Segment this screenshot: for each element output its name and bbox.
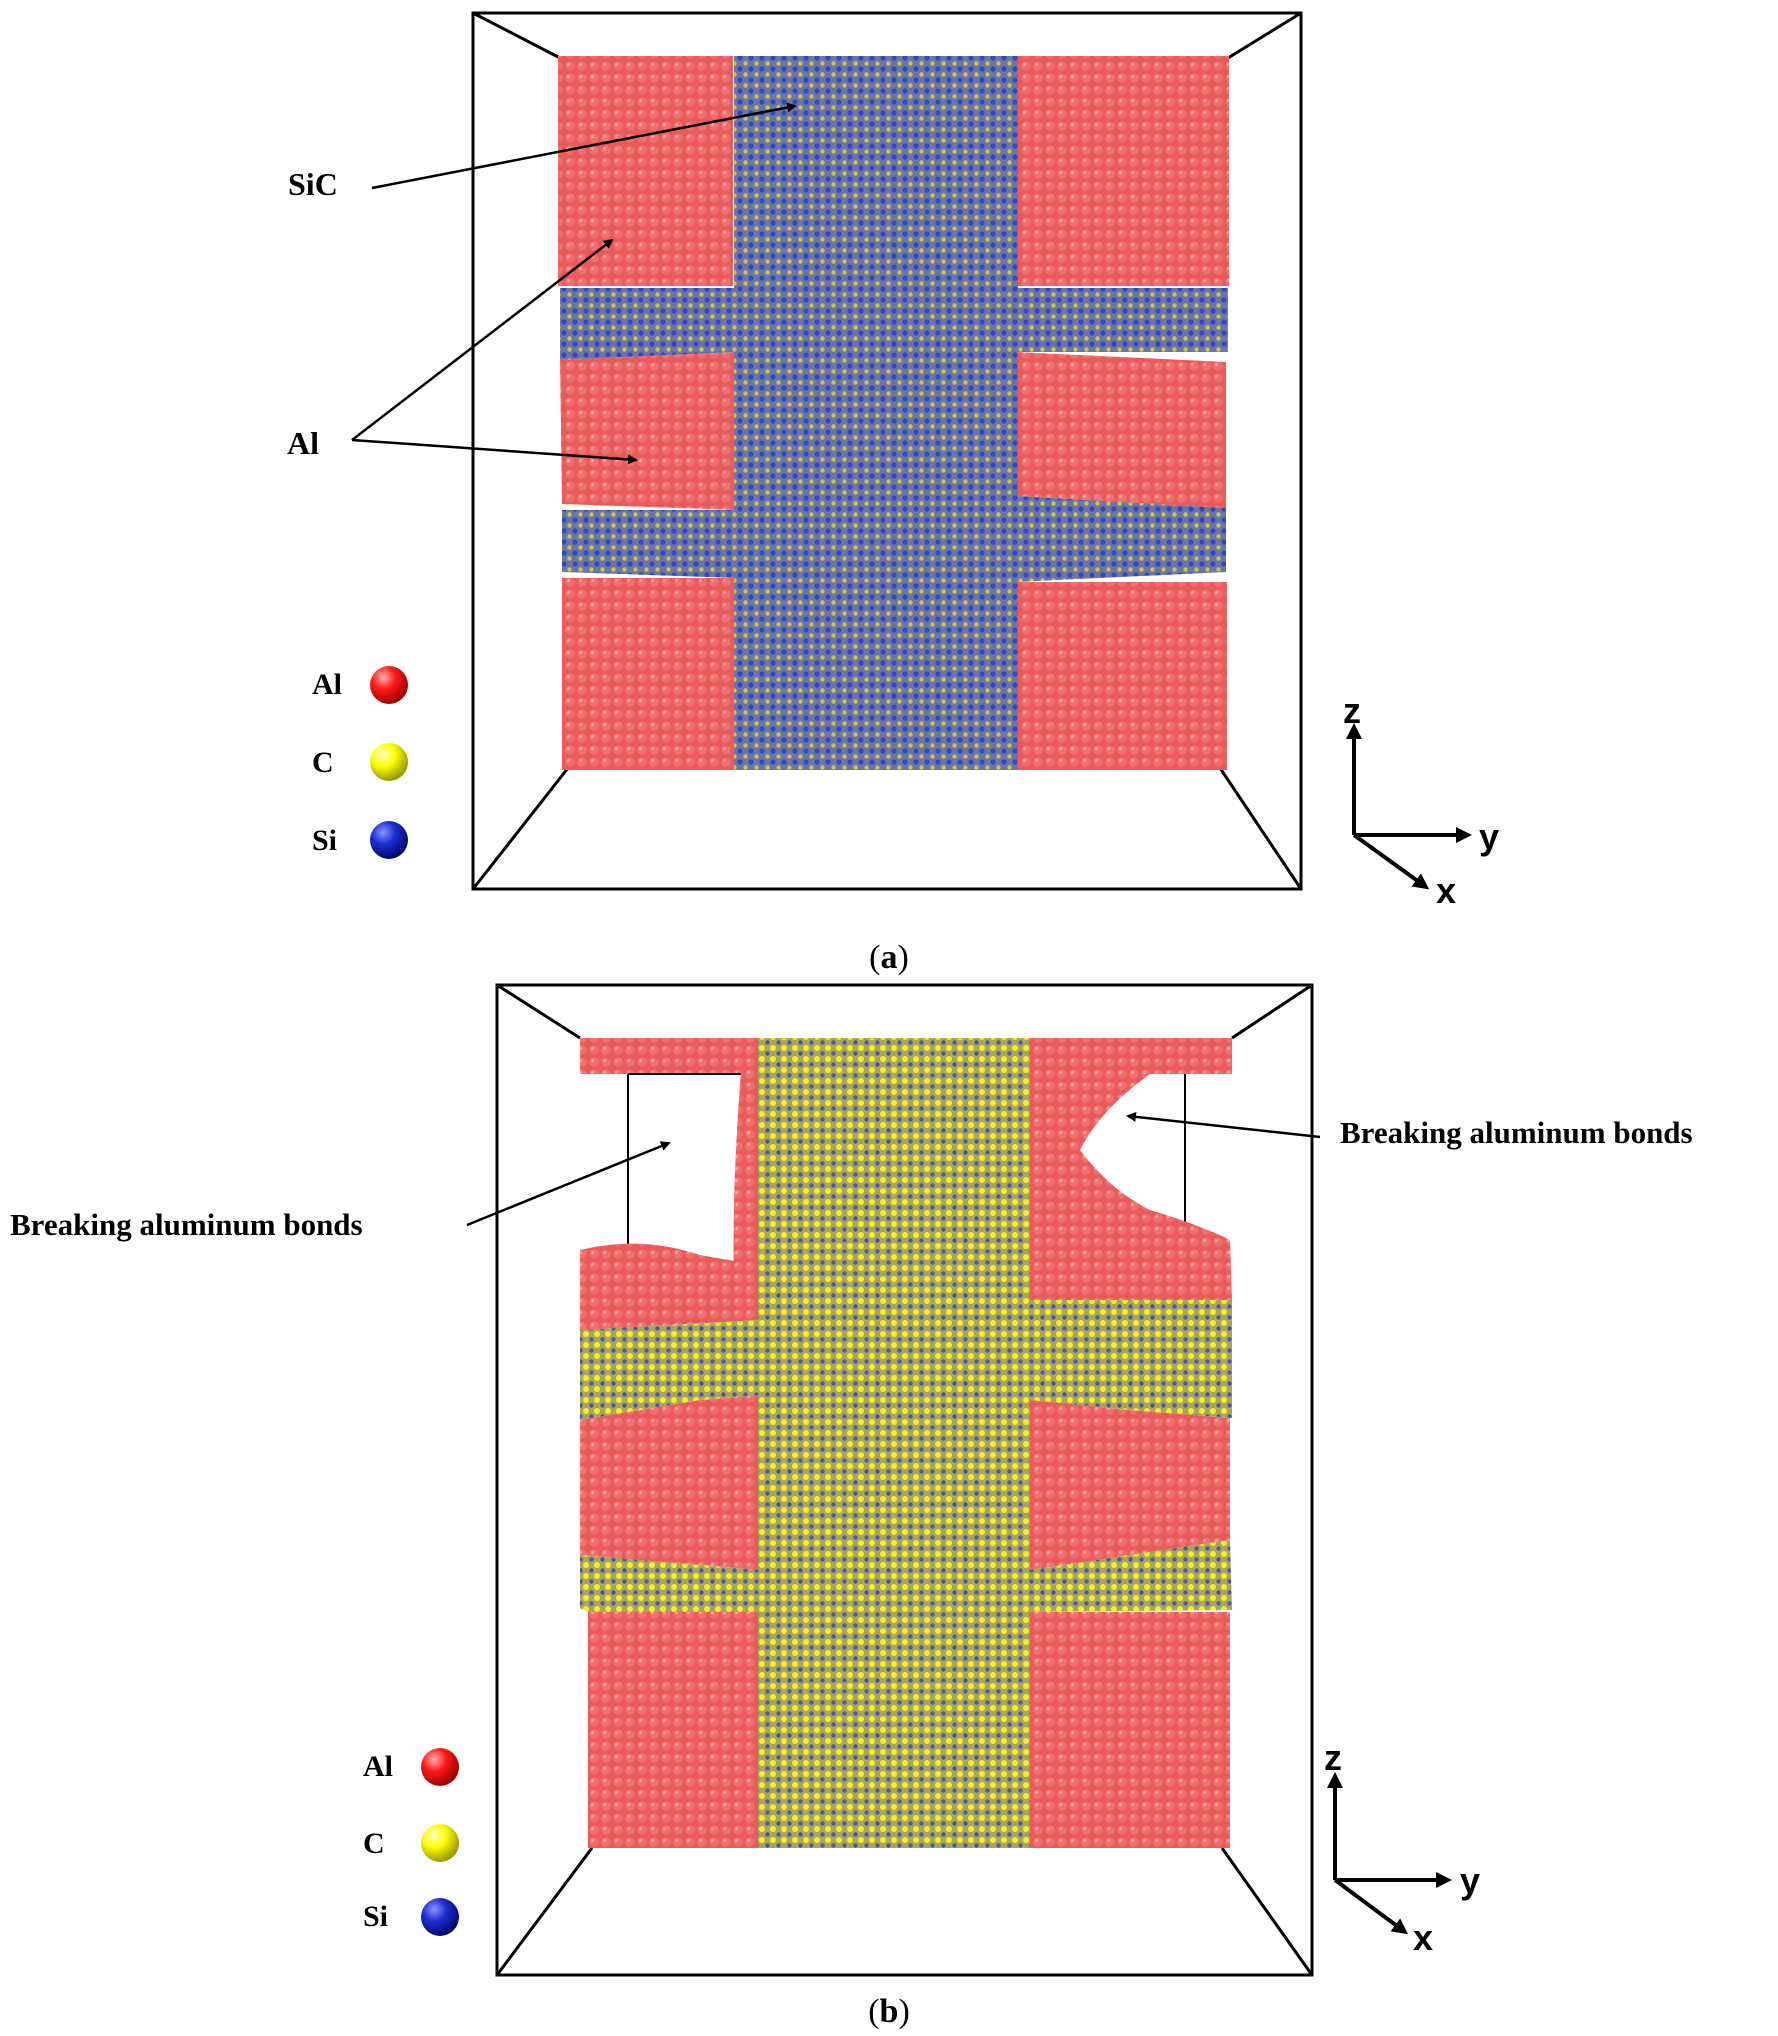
legend-c-ball-a: [370, 743, 408, 781]
legend-c-label-b: C: [363, 1827, 385, 1860]
caption-a: (a): [869, 939, 909, 976]
sic-column-b: [758, 1038, 1030, 1848]
sic-arrow-a: [371, 102, 797, 190]
legend-al-label-a: Al: [312, 668, 342, 701]
axis-x-label-a: x: [1436, 870, 1456, 911]
legend-c-label-a: C: [312, 746, 334, 779]
al-block-bottom-right-a: [1017, 582, 1227, 770]
void-outline-b: [627, 1073, 1186, 1250]
legend-al-ball-a: [370, 666, 408, 704]
atomic-structure-b: [580, 1038, 1232, 1848]
al-block-top-left-a: [558, 56, 733, 286]
al-label-a: Al: [287, 425, 319, 461]
al-slab-top-left-b: [580, 1038, 758, 1074]
legend-al-label-b: Al: [363, 1750, 393, 1783]
al-block-top-right-a: [1017, 56, 1229, 286]
right-break-label-b: Breaking aluminum bonds: [1340, 1115, 1693, 1150]
axis-x-label-b: x: [1413, 1917, 1433, 1958]
simulation-box-b: [495, 983, 1314, 1977]
legend-a: Al C Si: [312, 666, 408, 859]
axis-z-label-b: z: [1324, 1737, 1342, 1778]
al-arrow-2-a: [351, 438, 638, 465]
al-block-bottom-left-a: [562, 578, 736, 770]
sic-arm-lower-a: [562, 496, 1226, 582]
legend-c-ball-b: [421, 1824, 459, 1862]
panel-a: SiC Al Al C Si z y x (a): [287, 11, 1499, 976]
axis-z-label-a: z: [1343, 690, 1361, 731]
sic-label-a: SiC: [288, 166, 338, 202]
simulation-box-a: [471, 11, 1303, 891]
al-block-mid-left-a: [560, 352, 735, 510]
left-break-label-b: Breaking aluminum bonds: [10, 1207, 363, 1242]
axes-triad-a: z y x: [1343, 690, 1499, 911]
al-block-bottom-right-b: [1026, 1612, 1230, 1848]
right-break-arrow-b: [1126, 1111, 1321, 1139]
atomic-structure-a: [558, 56, 1229, 770]
axis-y-label-a: y: [1479, 816, 1499, 857]
al-torn-right-b: [1030, 1074, 1232, 1300]
al-sliver-left-b: [733, 1060, 760, 1320]
annotations-b: Breaking aluminum bonds Breaking aluminu…: [10, 1111, 1693, 1242]
legend-al-ball-b: [421, 1748, 459, 1786]
al-arrow-1-a: [351, 238, 614, 441]
caption-b: (b): [868, 1993, 910, 2030]
sic-arm-lower-b: [580, 1540, 1232, 1612]
legend-b: Al C Si: [363, 1748, 459, 1936]
al-block-mid-left-b: [580, 1395, 760, 1570]
sic-arm-upper-b: [580, 1300, 1232, 1420]
panel-b: Breaking aluminum bonds Breaking aluminu…: [10, 983, 1693, 2030]
legend-si-ball-b: [421, 1898, 459, 1936]
legend-si-label-a: Si: [312, 824, 337, 857]
legend-si-ball-a: [370, 821, 408, 859]
axes-triad-b: z y x: [1324, 1737, 1480, 1958]
left-break-arrow-b: [466, 1141, 671, 1227]
annotations-a: SiC Al: [287, 102, 797, 465]
sic-arm-upper-a: [560, 288, 1228, 360]
legend-si-label-b: Si: [363, 1900, 388, 1933]
sic-column-a: [734, 56, 1018, 770]
al-block-mid-right-a: [1017, 352, 1226, 508]
al-block-bottom-left-b: [588, 1612, 760, 1848]
axis-y-label-b: y: [1460, 1860, 1480, 1901]
al-block-upper-left-b: [580, 1243, 760, 1330]
al-block-mid-right-b: [1030, 1400, 1230, 1570]
